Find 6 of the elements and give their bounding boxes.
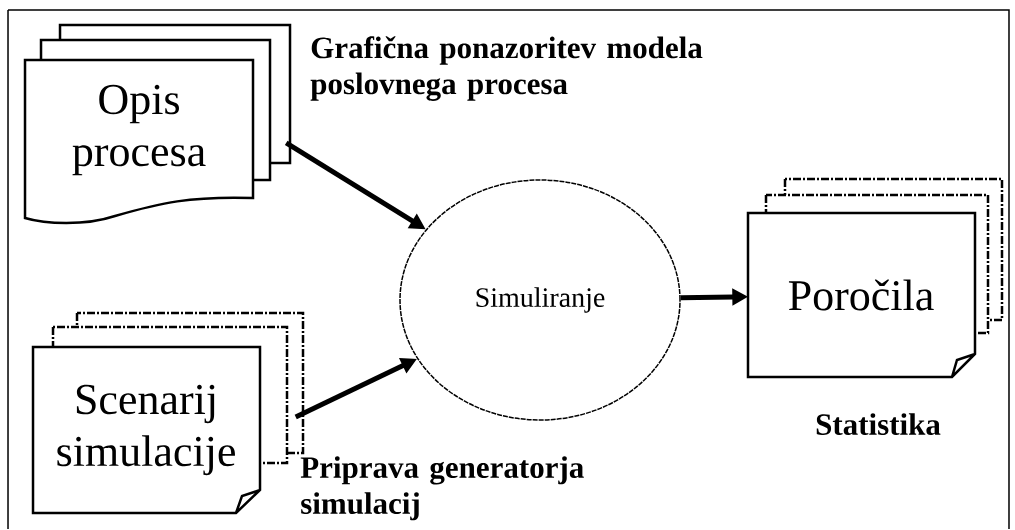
caption-text: Grafična ponazoritev modela poslovnega procesa [310,36,703,101]
document-label: Poročila [788,279,934,311]
document-label: Scenarij simulacije [57,384,235,476]
caption-text: Statistika [816,413,941,435]
document-label: Opis procesa [72,84,206,176]
caption-text: Priprava generatorja simulacij [300,456,584,521]
